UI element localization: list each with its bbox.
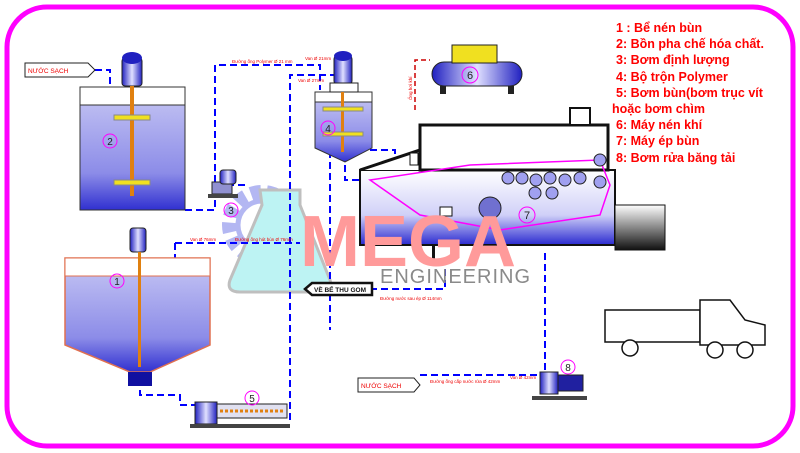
frame-border bbox=[4, 4, 796, 449]
watermark-logo bbox=[222, 185, 333, 294]
dosing-pump[interactable] bbox=[208, 169, 238, 198]
belt-filter-press[interactable] bbox=[359, 107, 616, 263]
to-collection-outlet bbox=[303, 281, 374, 297]
polymer-mixer[interactable] bbox=[314, 51, 373, 163]
equipment-badges bbox=[102, 66, 576, 406]
legend-item-8: 8: Bơm rửa băng tải bbox=[616, 150, 736, 165]
clean-water-inlet-top bbox=[24, 62, 96, 78]
legend-item-7: 7: Máy ép bùn bbox=[616, 134, 700, 149]
legend-item-1: 1 : Bể nén bùn bbox=[616, 21, 703, 35]
clean-water-inlet-bottom bbox=[357, 377, 421, 393]
sludge-thickening-tank[interactable] bbox=[64, 227, 211, 386]
legend-item-2: 2: Bồn pha chế hóa chất. bbox=[616, 37, 764, 52]
equipment-legend: 1 : Bể nén bùn 2: Bồn pha chế hóa chất. … bbox=[612, 20, 764, 166]
legend-item-5: 5: Bơm bùn(bơm trục vít bbox=[616, 85, 763, 100]
pipes bbox=[95, 64, 560, 420]
air-compressor[interactable] bbox=[431, 44, 523, 94]
sludge-cake-bin bbox=[614, 204, 666, 251]
legend-item-3: 3: Bơm định lượng bbox=[616, 53, 730, 68]
belt-wash-pump[interactable] bbox=[532, 371, 587, 400]
legend-item-4: 4: Bộ trộn Polymer bbox=[616, 69, 728, 84]
legend-item-6: 6: Máy nén khí bbox=[616, 118, 703, 133]
sludge-pump[interactable] bbox=[190, 401, 290, 428]
chemical-mixing-tank[interactable] bbox=[79, 52, 186, 211]
legend-item-5-cont: hoặc bơm chìm bbox=[612, 102, 705, 117]
truck-icon bbox=[604, 299, 766, 359]
